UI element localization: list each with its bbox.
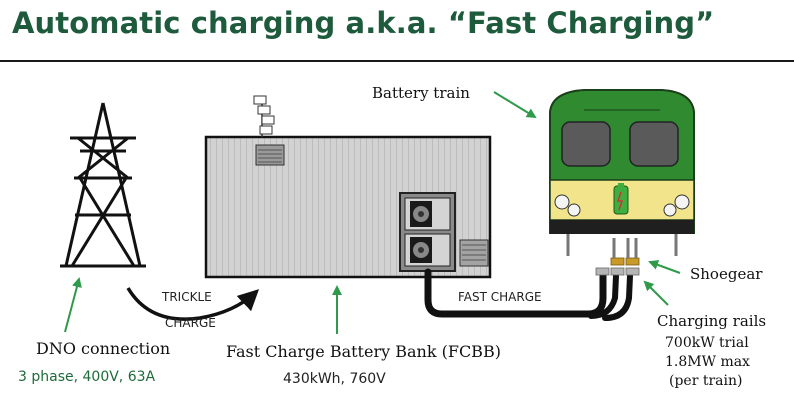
dno-connection-spec: 3 phase, 400V, 63A bbox=[18, 369, 156, 385]
battery-train bbox=[549, 89, 695, 256]
charging-rails-spec-2: 1.8MW max bbox=[665, 354, 750, 370]
shoegear-label: Shoegear bbox=[690, 265, 763, 283]
battery-train-pointer bbox=[493, 91, 537, 119]
charging-rails bbox=[595, 267, 640, 276]
battery-train-label: Battery train bbox=[372, 84, 470, 102]
fcbb-spec: 430kWh, 760V bbox=[283, 371, 386, 387]
shoegear-pointer bbox=[648, 260, 681, 274]
charging-rails-label: Charging rails bbox=[657, 312, 767, 330]
charging-rails-pointer bbox=[643, 280, 669, 306]
title-divider bbox=[0, 60, 794, 62]
fast-charge-cables bbox=[424, 268, 633, 321]
charging-rails-spec-1: 700kW trial bbox=[665, 335, 749, 351]
fcbb-label: Fast Charge Battery Bank (FCBB) bbox=[226, 342, 501, 361]
fast-charge-label: FAST CHARGE bbox=[458, 290, 542, 304]
charge-label: CHARGE bbox=[165, 316, 216, 330]
charging-rails-spec-3: (per train) bbox=[669, 373, 743, 389]
fcbb-container bbox=[204, 95, 492, 279]
dno-pointer bbox=[64, 277, 82, 333]
page-title: Automatic charging a.k.a. “Fast Charging… bbox=[12, 6, 715, 40]
trickle-label: TRICKLE bbox=[162, 290, 212, 304]
pylon-icon bbox=[60, 102, 146, 268]
dno-connection-label: DNO connection bbox=[36, 339, 171, 358]
shoegear bbox=[610, 238, 640, 266]
trickle-charge-arrow bbox=[126, 287, 260, 321]
